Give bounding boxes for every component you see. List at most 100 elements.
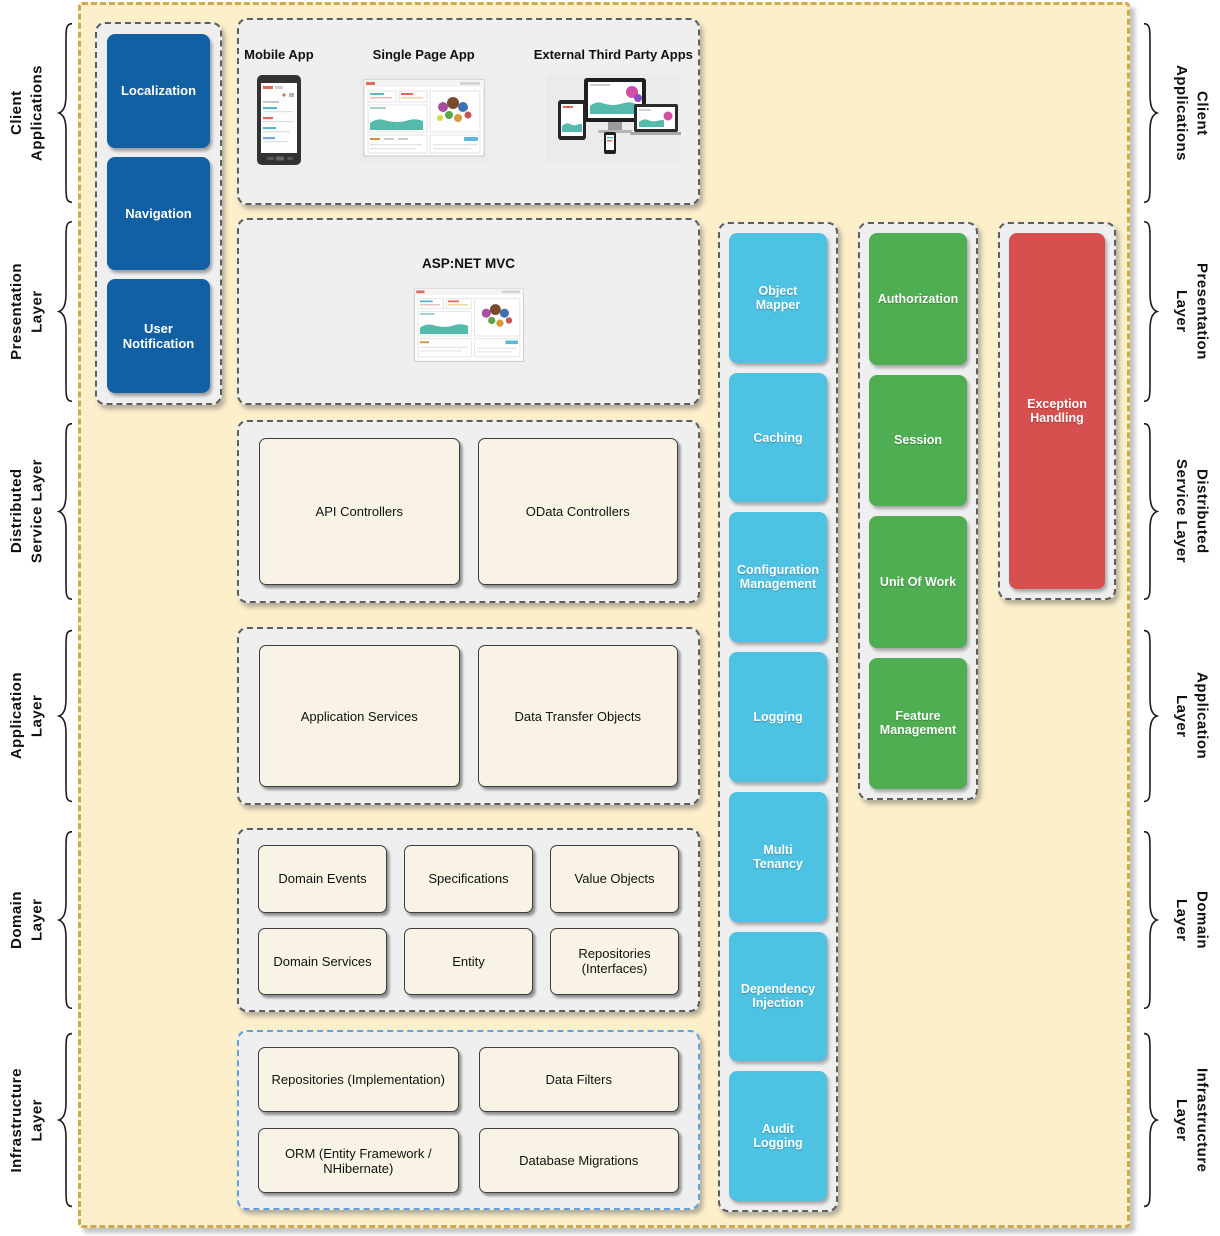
brace-right-infrastructure [1140, 1030, 1160, 1210]
data-transfer-objects-node: Data Transfer Objects [477, 645, 678, 787]
cross-cutting-cyan-column: Object Mapper Caching Configuration Mana… [718, 222, 838, 1212]
feature-management-node: Feature Management [869, 657, 967, 789]
brace-right-client-applications [1140, 20, 1160, 206]
brace-left-presentation [56, 218, 76, 405]
distributed-service-panel: API Controllers OData Controllers [237, 420, 700, 603]
repositories-implementation-node: Repositories (Implementation) [258, 1047, 459, 1112]
external-apps-label: External Third Party Apps [533, 47, 693, 62]
dependency-injection-label: Dependency Injection [740, 982, 816, 1011]
user-notification-node: User Notification [107, 279, 210, 394]
domain-events-label: Domain Events [278, 871, 367, 887]
localization-label: Localization [120, 83, 197, 99]
multi-tenancy-node: Multi Tenancy [729, 791, 827, 922]
orm-label: ORM (Entity Framework / NHibernate) [284, 1145, 432, 1176]
localization-node: Localization [107, 34, 210, 148]
layer-label-line: Application [1193, 672, 1211, 760]
entity-node: Entity [404, 927, 533, 995]
layer-label-line: Infrastructure [1193, 1067, 1211, 1173]
aspnet-mvc-image [239, 285, 698, 365]
session-node: Session [869, 374, 967, 506]
layer-label-line: Applications [1173, 64, 1190, 161]
brace-left-infrastructure [56, 1030, 76, 1210]
odata-controllers-node: OData Controllers [477, 438, 678, 585]
infrastructure-panel: Repositories (Implementation) Data Filte… [237, 1030, 700, 1210]
layer-label-line: Layer [28, 290, 45, 333]
logging-node: Logging [729, 652, 827, 782]
application-services-node: Application Services [259, 645, 460, 787]
layer-label-line: Client [1193, 90, 1211, 136]
audit-logging-node: Audit Logging [729, 1071, 827, 1202]
mobile-app-image [256, 74, 302, 171]
brace-left-domain [56, 828, 76, 1012]
layer-label-line: Application [7, 672, 25, 760]
dependency-injection-node: Dependency Injection [729, 931, 827, 1062]
layer-label-line: Layer [28, 1098, 45, 1142]
layer-label-line: Layer [28, 694, 45, 738]
layer-label-line: Service Layer [28, 459, 45, 564]
layer-label-line: Client [7, 90, 25, 136]
domain-services-node: Domain Services [258, 927, 387, 995]
logging-label: Logging [753, 710, 803, 725]
layer-label-line: Service Layer [1173, 459, 1190, 564]
layer-label-line: Infrastructure [7, 1067, 25, 1173]
application-panel: Application Services Data Transfer Objec… [237, 627, 700, 805]
repositories-interfaces-label: Repositories (Interfaces) [578, 946, 651, 977]
entity-label: Entity [452, 953, 485, 969]
audit-logging-label: Audit Logging [753, 1122, 803, 1151]
authorization-node: Authorization [869, 233, 967, 365]
caching-label: Caching [753, 430, 803, 445]
api-controllers-label: API Controllers [315, 504, 403, 519]
brace-right-domain [1140, 828, 1160, 1012]
brace-left-client-applications [56, 20, 76, 206]
single-page-app-figure: Single Page App [359, 47, 488, 167]
odata-controllers-label: OData Controllers [525, 504, 630, 519]
layer-label-line: Distributed [7, 469, 25, 554]
layer-label-line: Domain [7, 890, 25, 949]
exception-handling-node: Exception Handling [1009, 233, 1105, 589]
orm-node: ORM (Entity Framework / NHibernate) [258, 1128, 459, 1193]
layer-label-line: Layer [1173, 694, 1190, 738]
object-mapper-node: Object Mapper [729, 233, 827, 363]
external-apps-image [545, 74, 682, 167]
multi-tenancy-label: Multi Tenancy [753, 842, 803, 871]
layer-label-line: Layer [1173, 1098, 1190, 1142]
layer-label-line: Layer [1173, 290, 1190, 333]
domain-panel: Domain Events Specifications Value Objec… [237, 828, 700, 1012]
client-applications-panel: Mobile App Single Page App [237, 18, 700, 205]
presentation-panel: ASP:NET MVC [237, 218, 700, 405]
value-objects-label: Value Objects [574, 871, 655, 887]
data-filters-label: Data Filters [545, 1072, 612, 1087]
unit-of-work-label: Unit Of Work [879, 574, 957, 589]
feature-management-label: Feature Management [879, 709, 957, 738]
domain-events-node: Domain Events [258, 845, 387, 913]
specifications-node: Specifications [404, 845, 533, 913]
single-page-app-image [359, 74, 488, 167]
layer-label-line: Layer [28, 898, 45, 942]
brace-left-application [56, 627, 76, 805]
value-objects-node: Value Objects [550, 845, 679, 913]
cross-cutting-green-column: Authorization Session Unit Of Work Featu… [858, 222, 978, 800]
session-label: Session [894, 433, 942, 448]
repositories-interfaces-node: Repositories (Interfaces) [550, 927, 679, 995]
caching-node: Caching [729, 372, 827, 503]
configuration-management-label: Configuration Management [737, 563, 819, 592]
brace-left-distributed-service [56, 420, 76, 603]
exception-handling-label: Exception Handling [1027, 397, 1087, 425]
layer-label-line: Applications [28, 64, 45, 161]
data-transfer-objects-label: Data Transfer Objects [514, 708, 641, 724]
layer-label-line: Layer [1173, 898, 1190, 942]
layer-label-line: Distributed [1193, 469, 1211, 554]
single-page-app-label: Single Page App [372, 47, 475, 62]
specifications-label: Specifications [428, 871, 509, 887]
database-migrations-node: Database Migrations [478, 1128, 679, 1193]
domain-services-label: Domain Services [273, 953, 372, 969]
navigation-node: Navigation [107, 156, 210, 271]
